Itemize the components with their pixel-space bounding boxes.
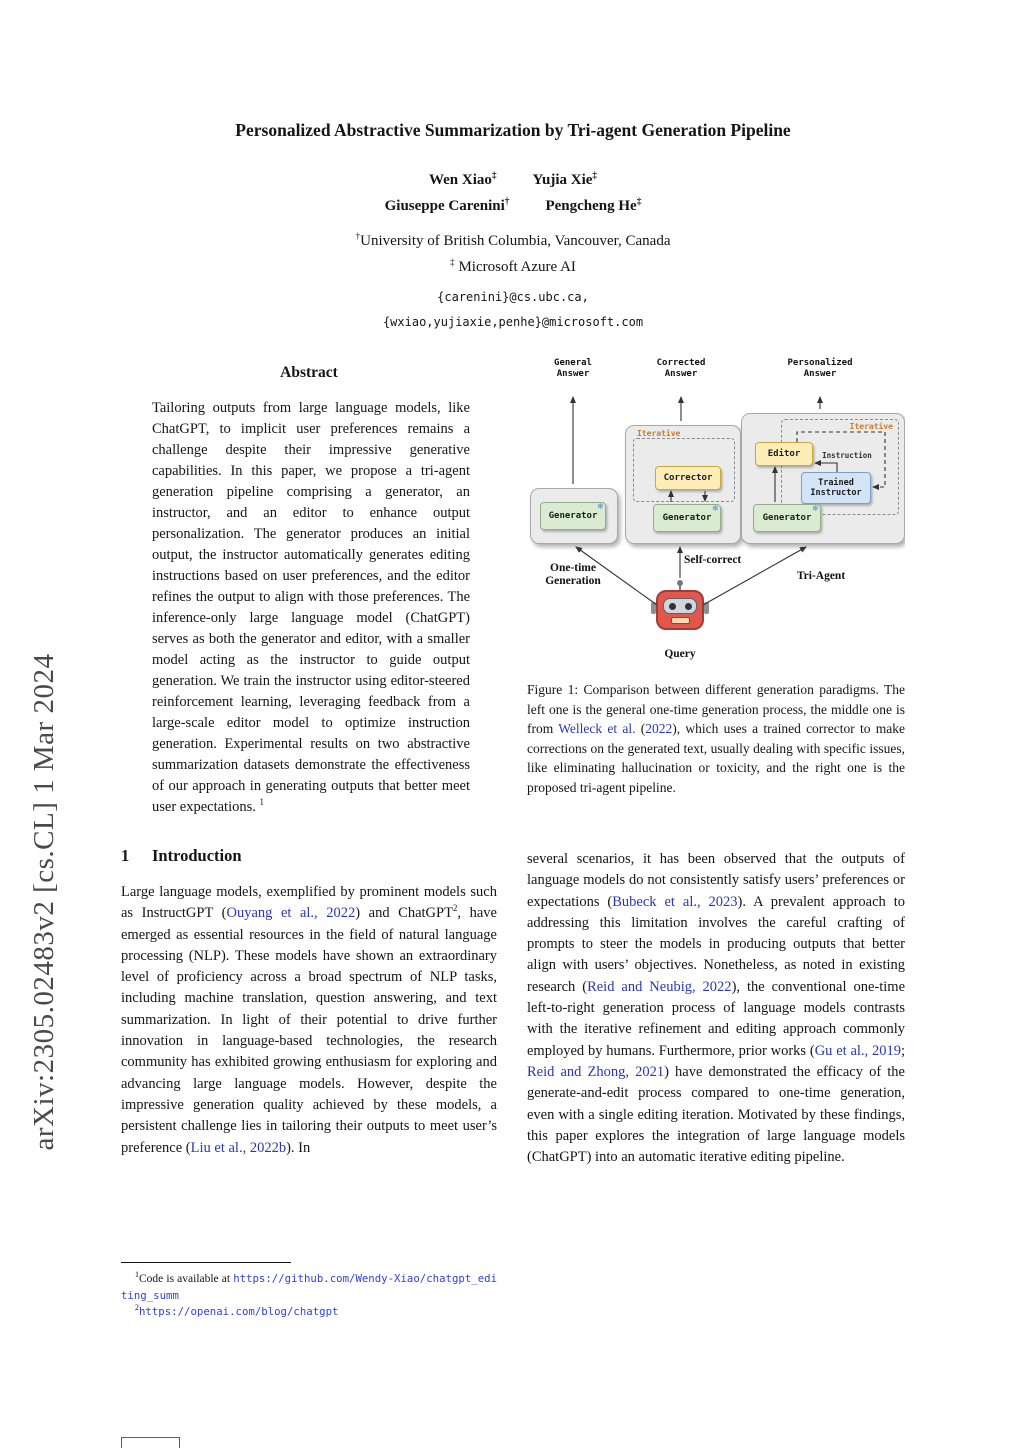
figure-caption: Figure 1: Comparison between different g… <box>527 680 905 797</box>
generator-box-one-time: Generator❄ <box>540 502 606 530</box>
text-segment: † <box>355 232 361 242</box>
author-line-1: Wen Xiao‡Yujia Xie‡ <box>121 167 905 193</box>
text-segment: ) have demonstrated the efficacy of the … <box>527 1063 905 1166</box>
paper-title: Personalized Abstractive Summarization b… <box>235 120 791 140</box>
url-link[interactable]: https://github.com/Wendy-Xiao/chatgpt_ed… <box>121 1272 497 1302</box>
robot-mouth <box>671 617 690 624</box>
label-self-correct: Self-correct <box>684 554 742 566</box>
generator-box-tri-agent: Generator❄ <box>753 504 821 532</box>
citation-link[interactable]: Bubeck et al., 2023 <box>612 893 738 910</box>
email-line-1: {carenini}@cs.ubc.ca, <box>437 290 589 304</box>
generator-label: Generator <box>662 513 712 523</box>
text-segment: ). In <box>286 1139 311 1156</box>
generator-box-self-correct: Generator❄ <box>653 504 721 532</box>
iterative-label-right: Iterative <box>849 422 893 431</box>
paper-header: Personalized Abstractive Summarization b… <box>121 120 905 335</box>
text-segment: Pengcheng He <box>545 198 637 214</box>
robot-icon <box>651 580 709 642</box>
label-one-time-generation: One-time Generation <box>545 562 601 587</box>
text-segment: 1 <box>135 1270 139 1280</box>
label-tri-agent: Tri-Agent <box>796 570 846 582</box>
text-segment: Figure 1: Comparison between different g… <box>527 682 905 736</box>
right-column: General Answer Corrected Answer Personal… <box>527 356 905 1416</box>
abstract-heading: Abstract <box>280 364 338 381</box>
snowflake-icon: ❄ <box>712 504 718 514</box>
text-segment: ( <box>635 721 646 736</box>
trained-instructor-box: Trained Instructor <box>801 472 871 504</box>
generator-label: Generator <box>548 511 598 521</box>
text-segment: ). A prevalent approach to addressing th… <box>527 893 905 995</box>
text-segment: ‡ <box>450 258 455 268</box>
text-segment: several scenarios, it has been observed … <box>527 851 905 910</box>
text-segment: Yujia Xie <box>532 172 593 188</box>
label-general-answer: General Answer <box>554 358 592 379</box>
affiliation-2: ‡ Microsoft Azure AI <box>121 254 905 280</box>
text-segment: † <box>504 197 510 207</box>
snowflake-icon: ❄ <box>812 504 818 514</box>
text-segment: ), the conventional one-time left-to-rig… <box>527 978 905 1059</box>
affiliation-1: †University of British Columbia, Vancouv… <box>121 228 905 254</box>
section-title: Introduction <box>152 846 242 865</box>
email-line-2: {wxiao,yujiaxie,penhe}@microsoft.com <box>382 315 644 329</box>
editor-box: Editor <box>755 442 813 466</box>
text-segment: ‡ <box>636 197 642 207</box>
instruction-label: Instruction <box>822 451 872 460</box>
label-query: Query <box>664 648 696 660</box>
trained-instructor-label: Trained Instructor <box>810 478 862 498</box>
text-segment: Code is available at <box>139 1273 234 1285</box>
section-heading-introduction: 1 Introduction <box>121 846 497 866</box>
iterative-region-tri-agent <box>781 419 899 515</box>
text-segment: ), which uses a trained corrector to mak… <box>527 721 905 795</box>
text-segment: University of British Columbia, Vancouve… <box>360 233 671 249</box>
text-segment: Microsoft Azure AI <box>454 259 576 275</box>
citation-link[interactable]: Reid and Neubig, 2022 <box>587 978 732 995</box>
text-segment: Wen Xiao <box>428 172 492 188</box>
text-segment: ‡ <box>592 171 598 181</box>
body-paragraph: several scenarios, it has been observed … <box>527 849 905 1168</box>
footnote-rule <box>121 1262 291 1263</box>
footnotes: 1Code is available at https://github.com… <box>121 1262 497 1321</box>
left-column: Abstract Tailoring outputs from large la… <box>121 356 497 1258</box>
url-link[interactable]: https://openai.com/blog/chatgpt <box>139 1305 339 1318</box>
text-segment: ; <box>900 1042 905 1059</box>
author-line-2: Giuseppe Carenini† Pengcheng He‡ <box>121 193 905 219</box>
intro-paragraph: Large language models, exemplified by pr… <box>121 882 497 1159</box>
text-segment: ‡ <box>491 171 497 181</box>
section-number: 1 <box>121 846 130 865</box>
citation-link[interactable]: Liu et al., 2022b <box>190 1139 287 1156</box>
citation-link[interactable]: Gu et al., 2019 <box>814 1042 901 1059</box>
robot-antenna <box>677 580 683 586</box>
editor-label: Editor <box>767 449 801 459</box>
text-segment: 2 <box>135 1303 139 1313</box>
corrector-label: Corrector <box>663 473 713 483</box>
text-segment: Tailoring outputs from large language mo… <box>152 400 470 815</box>
corrector-box: Corrector <box>655 466 721 490</box>
snowflake-icon: ❄ <box>597 502 603 512</box>
citation-link[interactable]: Reid and Zhong, 2021 <box>527 1063 665 1080</box>
abstract-text: Tailoring outputs from large language mo… <box>121 398 497 818</box>
text-segment: 1 <box>259 797 265 808</box>
figure-1: General Answer Corrected Answer Personal… <box>527 356 905 664</box>
text-segment: 2 <box>452 903 458 914</box>
footnote-2: 2https://openai.com/blog/chatgpt <box>121 1304 497 1321</box>
generator-label: Generator <box>762 513 812 523</box>
label-corrected-answer: Corrected Answer <box>656 358 706 379</box>
label-personalized-answer: Personalized Answer <box>787 358 853 379</box>
text-segment: ) and ChatGPT <box>355 905 453 922</box>
citation-link[interactable]: Ouyang et al., 2022 <box>226 905 356 922</box>
text-segment: , have emerged as essential resources in… <box>121 905 497 1156</box>
clipped-link-box <box>121 1437 180 1448</box>
iterative-label-mid: Iterative <box>637 429 681 438</box>
robot-head <box>656 590 704 630</box>
iterative-region-self-correct <box>633 438 735 502</box>
text-segment: Large language models, exemplified by pr… <box>121 884 497 922</box>
robot-eyes <box>663 598 697 614</box>
citation-link[interactable]: 2022 <box>645 721 673 736</box>
footnote-1: 1Code is available at https://github.com… <box>121 1271 497 1304</box>
text-segment: Giuseppe Carenini <box>384 198 505 214</box>
citation-link[interactable]: Welleck et al. <box>558 721 636 736</box>
arxiv-watermark: arXiv:2305.02483v2 [cs.CL] 1 Mar 2024 <box>28 653 60 1151</box>
